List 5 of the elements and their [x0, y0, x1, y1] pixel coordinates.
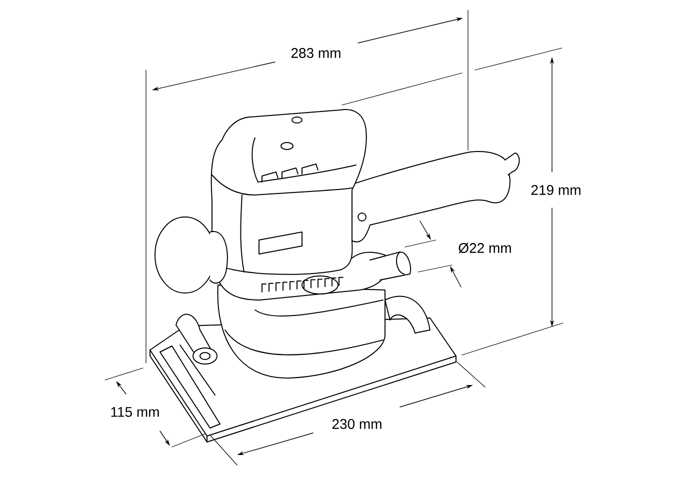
dimension-label: Ø22 mm	[458, 242, 511, 254]
dimension-label: 115 mm	[111, 407, 159, 417]
dimension-label: 283 mm	[291, 48, 340, 58]
dimension-label: 219 mm	[531, 185, 580, 195]
dimension-label: 230 mm	[332, 419, 382, 429]
